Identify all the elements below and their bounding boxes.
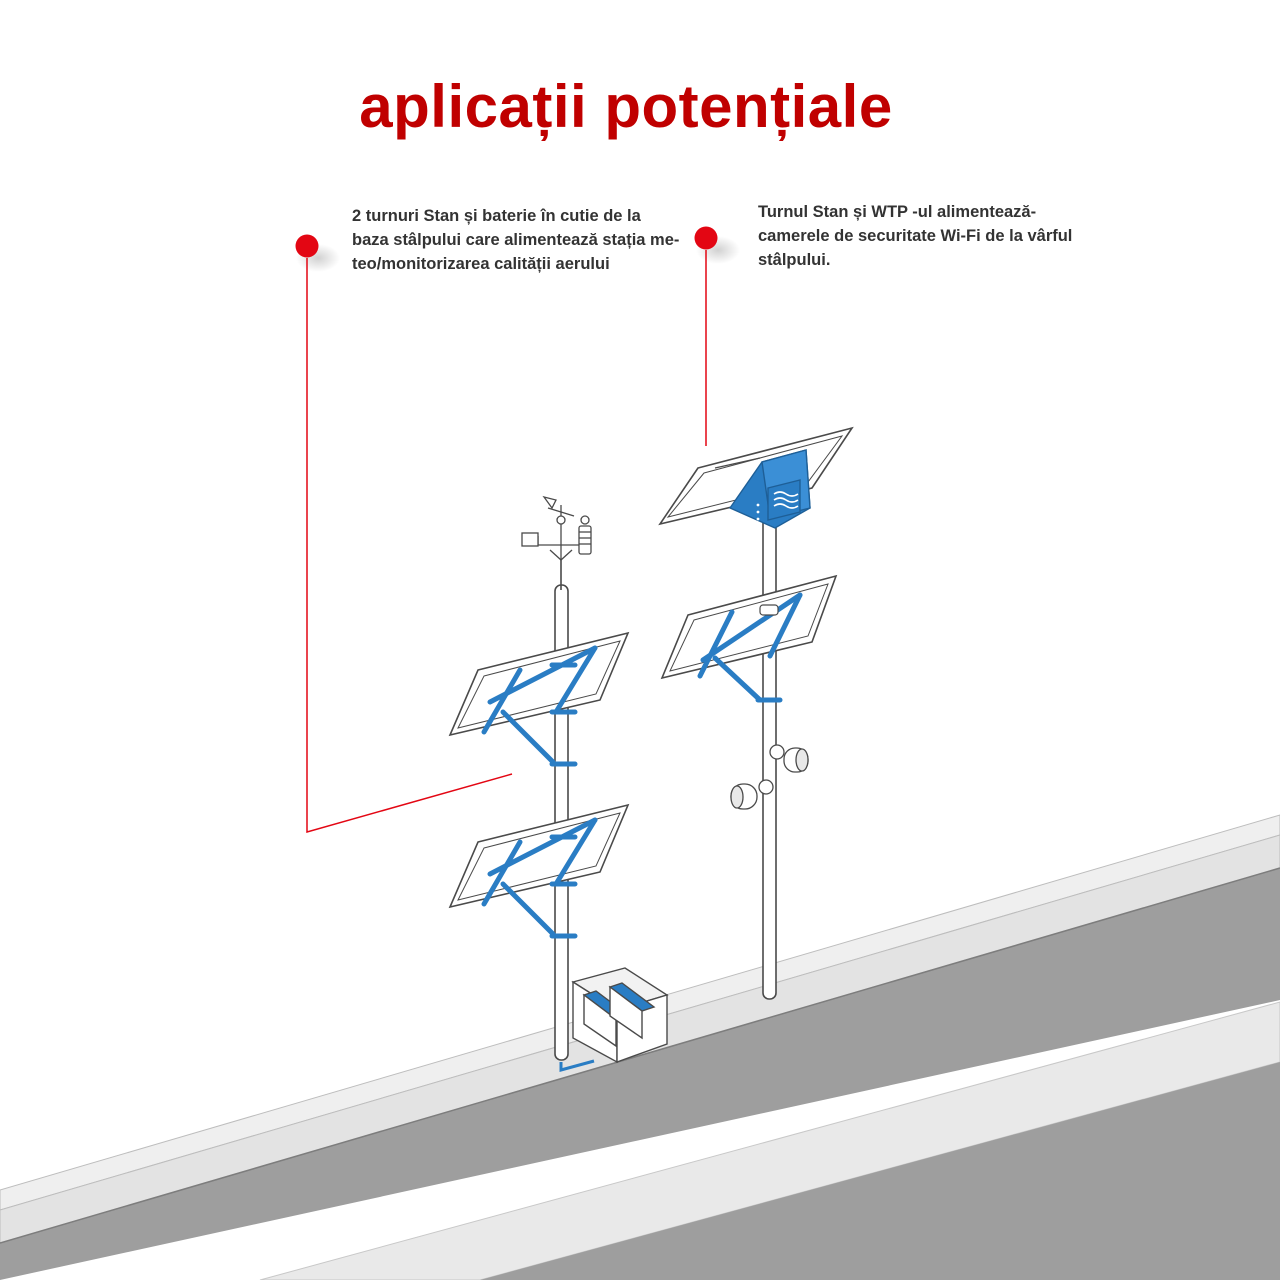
callout-left-marker bbox=[295, 234, 513, 833]
callout-security-camera-text: Turnul Stan și WTP -ul alimentează- came… bbox=[758, 200, 1072, 272]
battery-icon bbox=[608, 982, 656, 1040]
callout-line: Turnul Stan și WTP -ul alimentează- bbox=[758, 203, 1037, 221]
weather-station-pole bbox=[448, 495, 669, 1072]
security-camera-pole bbox=[658, 426, 854, 1000]
battery-box bbox=[571, 967, 669, 1064]
solar-panel-lower bbox=[448, 803, 630, 939]
marker-dot bbox=[295, 234, 319, 258]
road-lane-lower bbox=[480, 1062, 1280, 1280]
callout-weather-station-text: 2 turnuri Stan și baterie în cutie de la… bbox=[352, 204, 679, 276]
wind-turbine-box bbox=[728, 449, 811, 529]
callout-right-marker bbox=[694, 226, 740, 446]
marker-dot bbox=[694, 226, 718, 250]
road-stripe bbox=[259, 1001, 1280, 1280]
battery-cable bbox=[559, 1059, 595, 1072]
callout-line: stâlpului. bbox=[758, 251, 831, 269]
page-title: aplicații potențiale bbox=[359, 73, 893, 140]
security-camera-icon bbox=[730, 779, 774, 810]
solar-panel-upper bbox=[448, 631, 630, 767]
solar-panel-middle bbox=[660, 574, 838, 703]
security-camera-icon bbox=[769, 744, 809, 773]
callout-line: camerele de securitate Wi-Fi de la vârfu… bbox=[758, 227, 1073, 245]
road-lane-upper bbox=[0, 868, 1280, 1280]
weather-station-icon bbox=[521, 495, 592, 561]
callout-line: 2 turnuri Stan și baterie în cutie de la bbox=[352, 207, 641, 225]
callout-line: teo/monitorizarea calității aerului bbox=[352, 255, 610, 273]
callout-line: baza stâlpului care alimentează stația m… bbox=[352, 231, 680, 249]
leader-line bbox=[306, 258, 513, 833]
